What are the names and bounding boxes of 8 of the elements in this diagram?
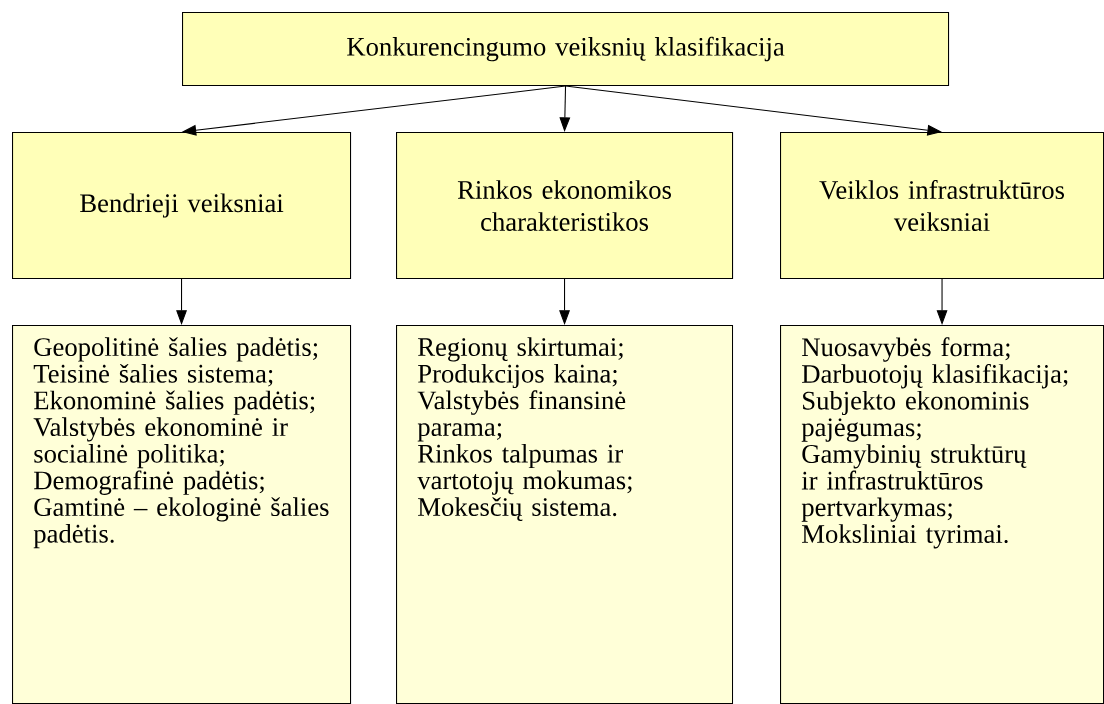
category-box: Veiklos infrastruktūros veiksniai [780,132,1104,280]
category-box: Bendrieji veiksniai [12,132,352,280]
title-box: Konkurencingumo veiksnių klasifikacija [182,12,950,87]
list-box: Regionų skirtumai; Produkcijos kaina; Valstybės finansinė parama; Rinkos talpumas ir vartotojų mokumas; Mokesčių sistema. [396,325,734,704]
list-box: Nuosavybės forma; Darbuotojų klasifikacija; Subjekto ekonominis pajėgumas; Gamybinių struktūrų ir infrastruktūros pertvarkymas; Moksliniai tyrimai. [780,325,1104,704]
list-box: Geopolitinė šalies padėtis; Teisinė šalies sistema; Ekonominė šalies padėtis; Valstybės ekonominė ir socialinė politika; Demografinė padėtis; Gamtinė – ekologinė šalies padėtis. [12,325,352,704]
arrow [565,85,942,136]
category-box: Rinkos ekonomikos charakteristikos [396,132,734,280]
